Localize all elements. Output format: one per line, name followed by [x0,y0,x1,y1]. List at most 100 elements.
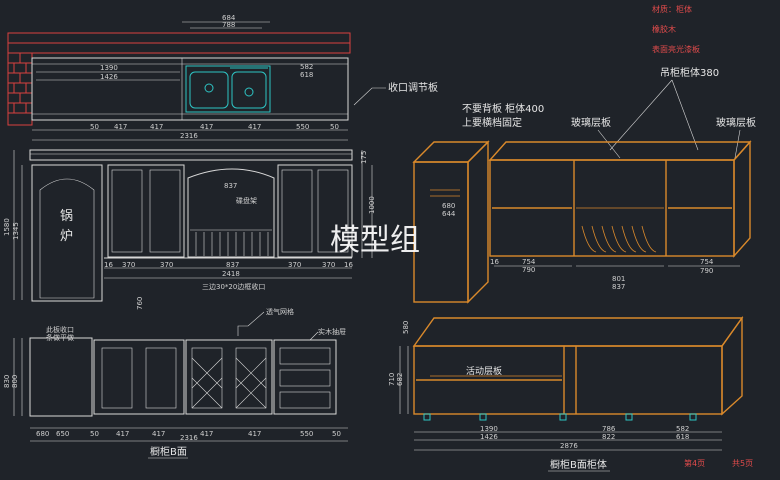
countertop-top-view: 684 788 1390 1426 582 618 50 417 417 417… [7,14,351,141]
dim-682: 682 [396,373,404,386]
dim-710: 710 [388,373,396,386]
dim-837-hb: 837 [612,283,625,291]
dim-row-3: 50 417 417 417 417 550 50 [90,430,341,438]
dim-row-1: 50 417 417 417 417 550 50 [90,123,339,131]
dim-175: 175 [360,151,368,164]
dim-16-a: 16 [490,258,499,266]
sink-outline [185,65,271,113]
base-doors-left [93,339,185,415]
movable-shelf-label: 活动层板 [466,365,502,377]
glass-shelf-label-1: 玻璃层板 [571,116,611,129]
dim-row2-5: 370 [322,261,335,269]
no-backboard-label: 不要背板 柜体400 [462,102,544,115]
dim-row-2: 16 370 370 837 370 370 16 [104,261,353,269]
faucet [237,325,248,336]
note-trim-2: 条做平做 [46,333,74,342]
cabinet-feet [423,413,697,421]
dim-row2-4: 370 [288,261,301,269]
dim-row1-5: 550 [296,123,309,131]
dim-row3-5: 550 [300,430,313,438]
dim-row1-2: 417 [150,123,163,131]
dim-row1-1: 417 [114,123,127,131]
dim-790-a: 790 [522,266,535,274]
dim-684: 684 [222,14,236,22]
stove-label-2: 炉 [60,229,73,244]
base-cabinet-elevation: 此板收口 条做平做 透气网格 实木抽屉 50 417 417 417 417 [3,307,348,459]
plate-rack-bars [190,229,272,256]
plate-rack-label: 碟盘架 [236,196,257,205]
trim-board-label: 收口调节板 [388,81,438,94]
dim-790-b: 790 [700,267,713,275]
dim-row3-6: 50 [332,430,341,438]
right-glass-doors [277,164,353,258]
base-doors-mesh [185,339,273,415]
dim-618-lb: 618 [676,433,689,441]
drawer-stack [273,339,337,415]
upper-cabinet-elevation: 锅 炉 837 碟盘架 16 370 370 837 370 370 16 [3,81,438,310]
dim-row2-2: 370 [160,261,173,269]
dim-650-low: 650 [56,430,69,438]
top-fix-label: 上要横档固定 [462,116,522,129]
stove-base [29,337,93,417]
dim-837-inner: 837 [224,182,237,190]
dim-830: 830 [3,375,11,388]
dim-row3-2: 417 [152,430,165,438]
dim-582-lb: 582 [676,425,689,433]
dim-1345: 1345 [12,222,20,240]
title-b-body: 橱柜B面柜体 [550,458,607,471]
note-board: 橡胶木 [652,24,676,34]
dim-row2-6: 16 [344,261,353,269]
dim-row1-0: 50 [90,123,99,131]
dim-1580: 1580 [3,218,11,236]
plate-rack-arcs [581,225,657,253]
dim-row3-1: 417 [116,430,129,438]
dim-row1-total: 2316 [180,132,198,140]
dim-788: 788 [222,21,235,29]
dim-760: 760 [136,297,144,310]
glass-shelf-label-2: 玻璃层板 [716,116,756,129]
drawer-label: 实木抽屉 [318,327,346,336]
dim-row3-4: 417 [248,430,261,438]
dim-row2-total: 2418 [222,270,240,278]
dim-800: 800 [11,375,19,388]
sink-basin-right [231,71,267,109]
hanging-cabinet-body: 材质：柜体 橡胶木 表面亮光漆板 吊柜柜体380 不要背板 柜体400 上要横档… [412,4,756,304]
dim-row2-1: 370 [122,261,135,269]
dim-644-hb: 644 [442,210,456,218]
crown-molding [29,149,353,161]
dim-row3-3: 417 [200,430,213,438]
dim-row3-total: 2316 [180,434,198,442]
side-cabinet-box [413,161,469,303]
dim-1426-lb: 1426 [480,433,498,441]
mesh-pattern [191,357,267,409]
dim-row1-4: 417 [248,123,261,131]
dim-row2-0: 16 [104,261,113,269]
dim-1000: 1000 [368,196,376,214]
watermark: 模型组 [330,223,420,258]
note-finish: 表面亮光漆板 [652,44,700,54]
dim-1426: 1426 [100,73,118,81]
brick-wall-left [7,52,33,126]
dim-754-b: 754 [700,258,714,266]
hanging-depth-label: 吊柜柜体380 [660,66,719,79]
dim-786-lb: 786 [602,425,616,433]
dim-680-low: 680 [36,430,49,438]
left-glass-doors [107,164,185,258]
countertop-outline [31,57,349,121]
sheet-total: 共5页 [732,459,753,468]
stove-label-1: 锅 [60,208,73,224]
dim-row2-3: 837 [226,261,239,269]
dim-580: 580 [402,321,410,334]
base-cabinet-body: 活动层板 710 682 580 1390 1426 786 822 582 6… [388,315,753,472]
note-trim-1: 此板收口 [46,325,74,334]
brick-pattern [8,42,350,114]
dim-754-a: 754 [522,258,536,266]
dim-1390-lb: 1390 [480,425,498,433]
dim-2876-lb: 2876 [560,442,578,450]
dim-582: 582 [300,63,313,71]
dim-618: 618 [300,71,313,79]
vent-label: 透气网格 [266,307,294,316]
bottom-trim-note: 三边30*20边框收口 [202,282,265,291]
